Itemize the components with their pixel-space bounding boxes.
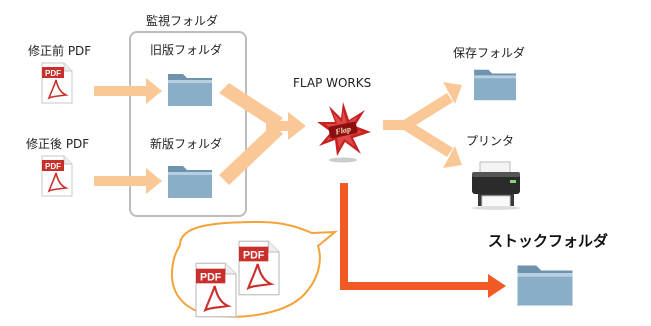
folder-icon [168, 166, 212, 198]
before-pdf-label: 修正前 PDF [28, 44, 92, 58]
pdf-icon: PDF [195, 262, 237, 318]
pdf-badge-text: PDF [200, 272, 222, 284]
arrow-flap-to-outputs [383, 82, 462, 168]
folder-icon [168, 74, 212, 106]
pdf-badge-text: PDF [243, 250, 265, 262]
pdf-icon: PDF [41, 155, 73, 197]
folder-icon [474, 69, 516, 101]
printer-icon [472, 161, 520, 210]
arrow-before-to-old [94, 78, 162, 104]
arrow-after-to-new [94, 168, 162, 194]
save-folder-label: 保存フォルダ [453, 46, 526, 60]
pdf-badge-text: PDF [45, 162, 61, 171]
arrow-flap-to-stock [340, 183, 506, 298]
flap-works-logo-icon: Flap [317, 102, 371, 163]
old-folder-label: 旧版フォルダ [150, 43, 223, 57]
stock-folder-label: ストックフォルダ [488, 232, 609, 250]
new-folder-label: 新版フォルダ [150, 137, 223, 151]
folder-icon [517, 265, 573, 306]
pdf-icon: PDF [238, 240, 280, 296]
arrow-folders-to-flap [219, 83, 306, 185]
monitor-folder-box [129, 31, 247, 217]
after-pdf-label: 修正後 PDF [26, 137, 90, 151]
app-name-label: FLAP WORKS [293, 76, 372, 90]
pdf-badge-text: PDF [45, 69, 61, 78]
monitor-folder-label: 監視フォルダ [146, 14, 219, 28]
pdf-icon: PDF [41, 62, 73, 104]
printer-label: プリンタ [466, 134, 515, 148]
flap-logo-text: Flap [334, 124, 352, 136]
